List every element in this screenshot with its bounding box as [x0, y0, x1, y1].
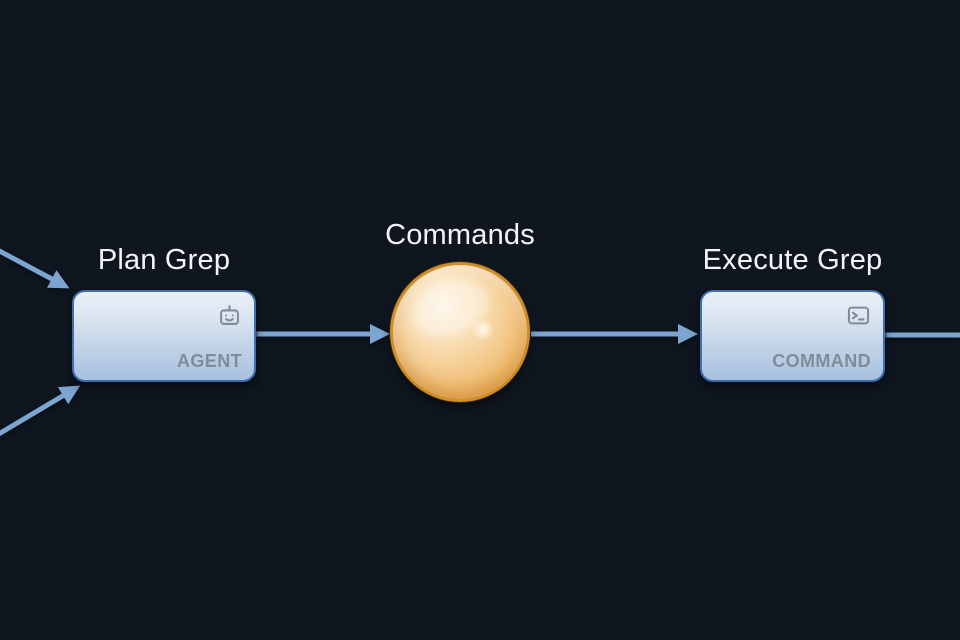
node-plan-grep[interactable]: AGENT	[72, 290, 256, 382]
robot-icon	[220, 305, 239, 325]
edge-in-top[interactable]	[0, 247, 70, 289]
node-type-label-command: COMMAND	[772, 351, 871, 371]
node-title-execute-grep: Execute Grep	[702, 244, 883, 276]
node-execute-grep[interactable]: COMMAND	[700, 290, 885, 382]
terminal-icon	[847, 306, 870, 325]
edge-in-bottom[interactable]	[0, 385, 81, 438]
node-title-plan-grep: Plan Grep	[97, 244, 231, 276]
sphere-glint	[470, 318, 495, 341]
node-title-commands: Commands	[385, 219, 535, 251]
node-type-label-agent: AGENT	[177, 351, 242, 371]
node-commands[interactable]	[390, 262, 530, 402]
